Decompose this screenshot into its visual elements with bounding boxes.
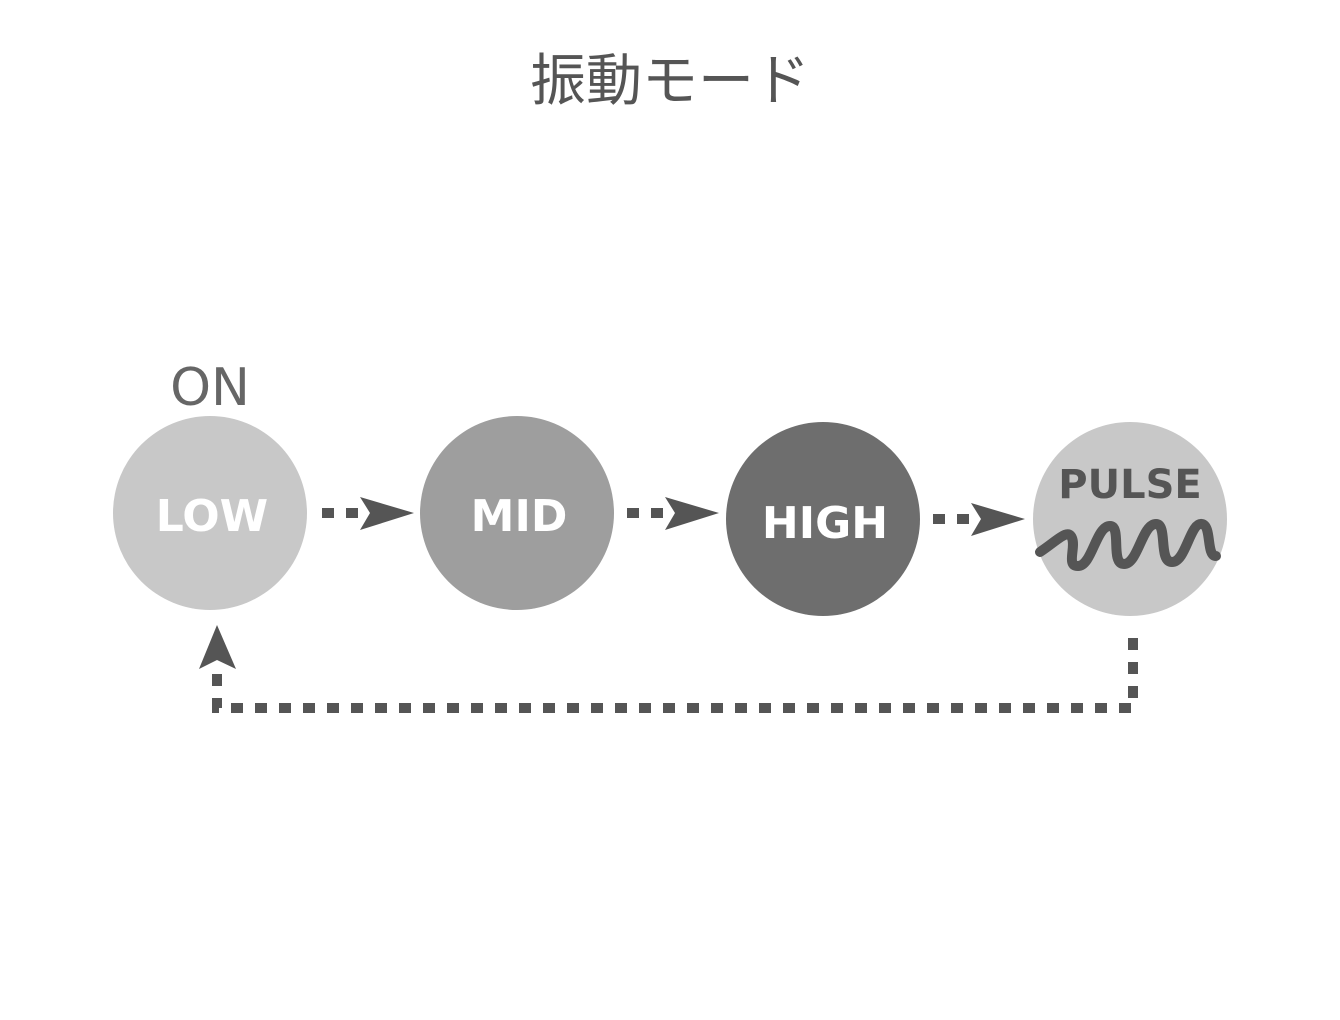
connector-pulse-to-low bbox=[199, 625, 1138, 713]
on-label: ON bbox=[170, 358, 250, 418]
connector-mid-to-high bbox=[627, 497, 719, 530]
mode-label-pulse: PULSE bbox=[1058, 462, 1201, 508]
mode-label-mid: MID bbox=[471, 491, 568, 542]
mode-circle-low bbox=[113, 416, 307, 610]
connector-high-to-pulse bbox=[933, 503, 1025, 536]
mode-label-high: HIGH bbox=[762, 498, 888, 549]
mode-node-low: LOW bbox=[113, 416, 307, 610]
page-title: 振動モード bbox=[530, 49, 810, 114]
mode-circle-pulse bbox=[1033, 422, 1227, 616]
mode-circle-mid bbox=[420, 416, 614, 610]
wave-icon bbox=[1035, 519, 1221, 571]
mode-node-pulse: PULSE bbox=[1033, 422, 1227, 616]
mode-node-high: HIGH bbox=[726, 422, 920, 616]
mode-label-low: LOW bbox=[156, 491, 268, 542]
connector-low-to-mid bbox=[322, 497, 414, 530]
mode-circle-high bbox=[726, 422, 920, 616]
mode-node-mid: MID bbox=[420, 416, 614, 610]
